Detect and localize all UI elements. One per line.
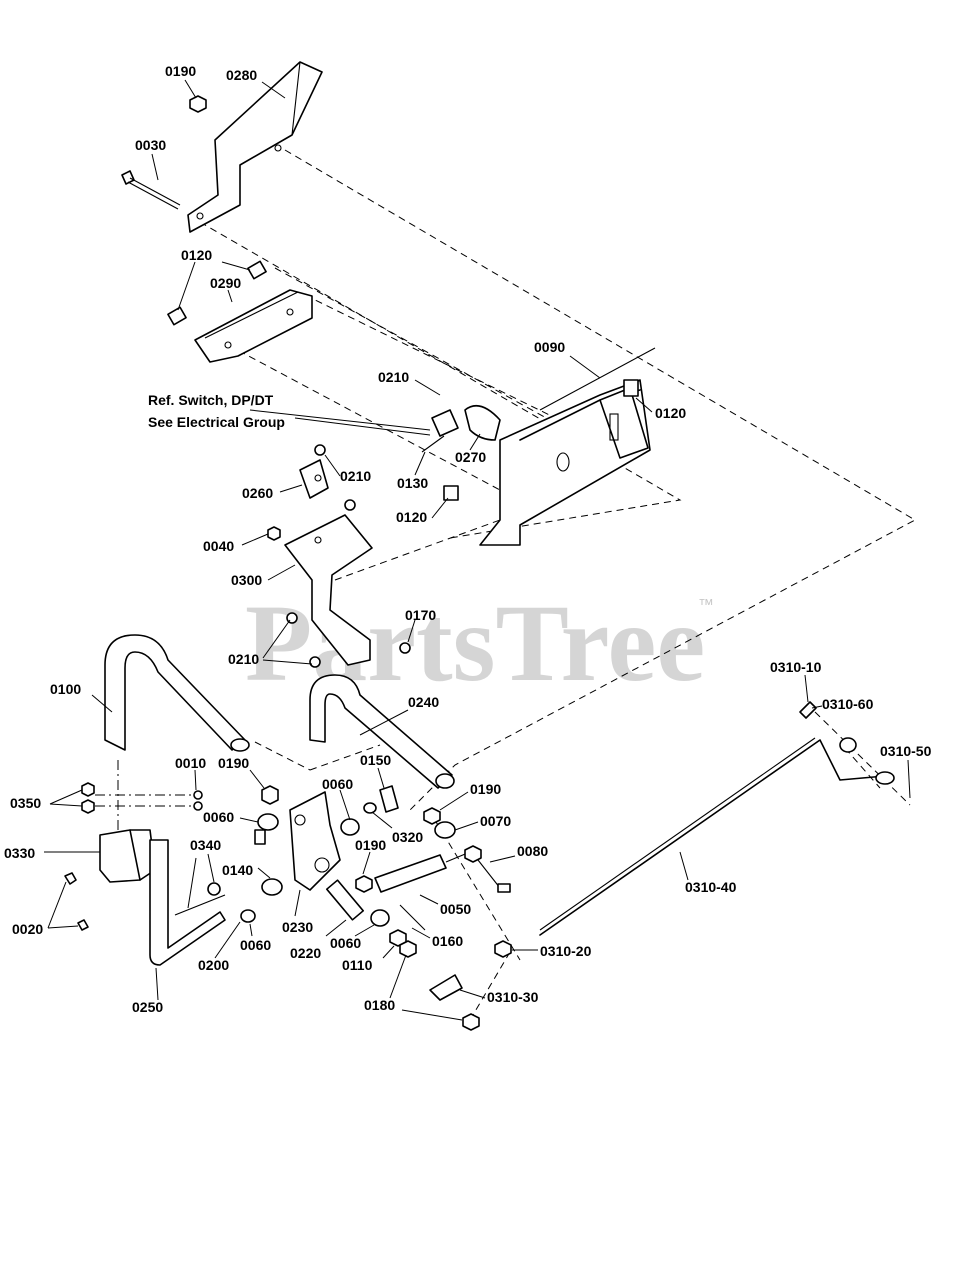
part-0290-bracket [194, 289, 313, 363]
callout-0060: 0060 [240, 937, 271, 953]
callout-0310-20: 0310-20 [540, 943, 592, 959]
part-0250-handle [149, 839, 226, 966]
part-0090-frame [479, 347, 656, 546]
callout-0100: 0100 [50, 681, 81, 697]
callout-0180: 0180 [364, 997, 395, 1013]
callout-0340: 0340 [190, 837, 221, 853]
callout-labels: 0190 0280 0030 0120 0290 0090 0210 Ref. … [4, 63, 932, 1015]
callout-0310-40: 0310-40 [685, 879, 737, 895]
part-0100-tube [104, 634, 250, 752]
callout-0020: 0020 [12, 921, 43, 937]
part-0030-bolt [121, 170, 181, 210]
callout-0060: 0060 [322, 776, 353, 792]
callout-0040: 0040 [203, 538, 234, 554]
callout-0130: 0130 [397, 475, 428, 491]
reference-note-line1: Ref. Switch, DP/DT [148, 392, 274, 408]
callout-0120: 0120 [655, 405, 686, 421]
part-0120-bolts [167, 260, 267, 326]
part-0300-mount [284, 514, 373, 666]
callout-leader-lines [44, 79, 911, 1021]
part-0120-bolt-right [623, 379, 639, 397]
callout-0190: 0190 [165, 63, 196, 79]
callout-0310-50: 0310-50 [880, 743, 932, 759]
callout-0010: 0010 [175, 755, 206, 771]
callout-0120: 0120 [396, 509, 427, 525]
callout-0300: 0300 [231, 572, 262, 588]
callout-0150: 0150 [360, 752, 391, 768]
callout-0050: 0050 [440, 901, 471, 917]
callout-0060: 0060 [203, 809, 234, 825]
callout-0030: 0030 [135, 137, 166, 153]
part-0190-nut [189, 95, 207, 113]
part-0130-switch [421, 409, 459, 453]
part-0280-bracket [187, 61, 323, 233]
part-0330-clamp [99, 829, 156, 883]
callout-0350: 0350 [10, 795, 41, 811]
callout-0190: 0190 [218, 755, 249, 771]
callout-0070: 0070 [480, 813, 511, 829]
callout-0310-10: 0310-10 [770, 659, 822, 675]
callout-0260: 0260 [242, 485, 273, 501]
part-0240-tube [309, 674, 455, 789]
part-0050-gas-spring [374, 851, 471, 893]
part-0260-bracket [299, 459, 329, 499]
callout-0290: 0290 [210, 275, 241, 291]
callout-0200: 0200 [198, 957, 229, 973]
assembly-guide-lines [95, 149, 917, 1021]
part-0270-plate [464, 404, 501, 441]
callout-0210: 0210 [378, 369, 409, 385]
part-0230-pivot [289, 791, 341, 891]
callout-0230: 0230 [282, 919, 313, 935]
callout-0190: 0190 [470, 781, 501, 797]
callout-0160: 0160 [432, 933, 463, 949]
callout-0330: 0330 [4, 845, 35, 861]
reference-note-line2: See Electrical Group [148, 414, 285, 430]
callout-0110: 0110 [342, 957, 373, 973]
part-0300-hardware [267, 444, 411, 668]
callout-0210: 0210 [228, 651, 259, 667]
callout-0280: 0280 [226, 67, 257, 83]
callout-0120: 0120 [181, 247, 212, 263]
callout-0320: 0320 [392, 829, 423, 845]
callout-0310-60: 0310-60 [822, 696, 874, 712]
callout-0270: 0270 [455, 449, 486, 465]
callout-0250: 0250 [132, 999, 163, 1015]
callout-0190: 0190 [355, 837, 386, 853]
callout-0060: 0060 [330, 935, 361, 951]
callout-0080: 0080 [517, 843, 548, 859]
callout-0240: 0240 [408, 694, 439, 710]
callout-0310-30: 0310-30 [487, 989, 539, 1005]
callout-0220: 0220 [290, 945, 321, 961]
watermark-trademark: ™ [698, 597, 714, 614]
part-0310-40-rod [539, 737, 895, 936]
callout-0210: 0210 [340, 468, 371, 484]
callout-0140: 0140 [222, 862, 253, 878]
part-misc-hardware [64, 701, 857, 1031]
part-0120-bolt-center [443, 485, 459, 501]
callout-0170: 0170 [405, 607, 436, 623]
callout-0090: 0090 [534, 339, 565, 355]
